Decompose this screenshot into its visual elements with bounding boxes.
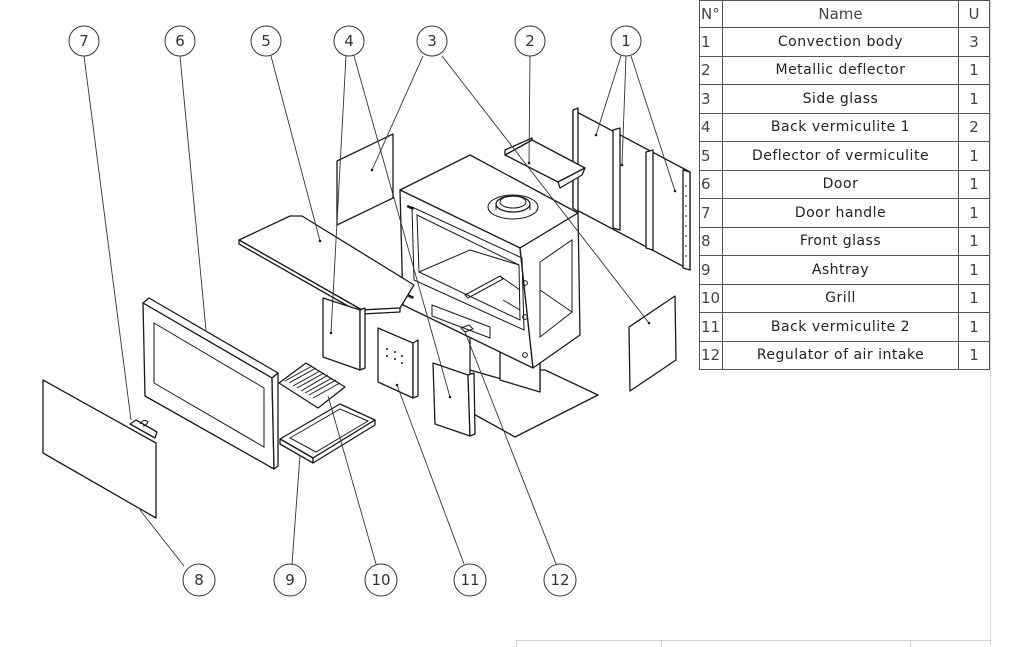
balloon-8: 8 xyxy=(182,563,216,597)
svg-text:10: 10 xyxy=(371,571,390,589)
balloon-5: 5 xyxy=(250,25,282,57)
bom-cell-quantity: 3 xyxy=(958,27,990,57)
part-1-convection-body xyxy=(572,107,691,271)
balloon-2: 2 xyxy=(514,25,546,57)
leader-lines xyxy=(83,55,676,567)
title-block xyxy=(516,640,991,647)
bom-cell-quantity: 1 xyxy=(958,312,990,342)
svg-text:8: 8 xyxy=(194,571,204,589)
bom-cell-name: Ashtray xyxy=(722,255,959,285)
bom-cell-quantity: 1 xyxy=(958,198,990,228)
bom-cell-number: 4 xyxy=(699,112,723,142)
svg-text:6: 6 xyxy=(175,32,185,50)
svg-text:12: 12 xyxy=(550,571,569,589)
balloon-10: 10 xyxy=(364,563,398,597)
bom-cell-number: 5 xyxy=(699,141,723,171)
bom-cell-quantity: 1 xyxy=(958,84,990,114)
bom-cell-quantity: 1 xyxy=(958,55,990,85)
part-7-door-handle xyxy=(129,419,158,439)
bom-cell-quantity: 2 xyxy=(958,112,990,142)
bom-cell-number: 6 xyxy=(699,169,723,199)
bom-cell-number: 7 xyxy=(699,198,723,228)
bom-cell-name: Side glass xyxy=(722,84,959,114)
svg-text:2: 2 xyxy=(525,32,535,50)
bom-header-quantity: U xyxy=(958,0,990,28)
bom-cell-quantity: 1 xyxy=(958,340,990,370)
part-5-deflector-vermiculite xyxy=(238,215,415,315)
balloon-12: 12 xyxy=(543,563,577,597)
part-6-door xyxy=(142,297,279,470)
balloon-4: 4 xyxy=(333,25,365,57)
bom-header-row: N° Name U xyxy=(699,0,990,28)
svg-text:7: 7 xyxy=(79,32,89,50)
bom-cell-name: Front glass xyxy=(722,226,959,256)
bom-cell-name: Regulator of air intake xyxy=(722,340,959,370)
bom-header-name: Name xyxy=(722,0,959,28)
part-9-ashtray xyxy=(279,403,376,464)
part-8-front-glass xyxy=(42,379,157,519)
stove-body xyxy=(399,154,581,393)
svg-text:3: 3 xyxy=(427,32,437,50)
part-10-grill xyxy=(278,362,346,409)
svg-text:9: 9 xyxy=(285,571,295,589)
bom-cell-number: 11 xyxy=(699,312,723,342)
balloon-3: 3 xyxy=(416,25,448,57)
bom-cell-number: 2 xyxy=(699,55,723,85)
bom-cell-name: Grill xyxy=(722,283,959,313)
bom-cell-name: Convection body xyxy=(722,27,959,57)
bom-header-number: N° xyxy=(699,0,723,28)
bom-cell-number: 10 xyxy=(699,283,723,313)
balloon-6: 6 xyxy=(164,25,196,57)
svg-text:5: 5 xyxy=(261,32,271,50)
svg-text:11: 11 xyxy=(460,571,479,589)
bom-cell-number: 8 xyxy=(699,226,723,256)
part-3-side-glass xyxy=(336,133,677,392)
balloon-1: 1 xyxy=(610,25,642,57)
part-11-back-vermiculite-2 xyxy=(377,327,419,399)
bom-cell-name: Back vermiculite 1 xyxy=(722,112,959,142)
bom-cell-name: Door handle xyxy=(722,198,959,228)
part-2-metallic-deflector xyxy=(504,137,586,189)
bom-cell-name: Deflector of vermiculite xyxy=(722,141,959,171)
title-block-divider xyxy=(910,641,911,647)
bom-cell-number: 1 xyxy=(699,27,723,57)
title-block-divider xyxy=(661,641,662,647)
svg-text:1: 1 xyxy=(621,32,631,50)
balloon-9: 9 xyxy=(273,563,307,597)
bom-cell-quantity: 1 xyxy=(958,226,990,256)
drawing-frame-border xyxy=(990,0,991,645)
bom-cell-quantity: 1 xyxy=(958,255,990,285)
bom-cell-quantity: 1 xyxy=(958,141,990,171)
balloon-7: 7 xyxy=(68,25,100,57)
bom-cell-number: 12 xyxy=(699,340,723,370)
bom-cell-quantity: 1 xyxy=(958,283,990,313)
bom-cell-number: 9 xyxy=(699,255,723,285)
bom-cell-quantity: 1 xyxy=(958,169,990,199)
bom-cell-name: Back vermiculite 2 xyxy=(722,312,959,342)
bom-cell-name: Door xyxy=(722,169,959,199)
svg-text:4: 4 xyxy=(344,32,354,50)
balloon-11: 11 xyxy=(453,563,487,597)
bom-cell-name: Metallic deflector xyxy=(722,55,959,85)
bom-cell-number: 3 xyxy=(699,84,723,114)
